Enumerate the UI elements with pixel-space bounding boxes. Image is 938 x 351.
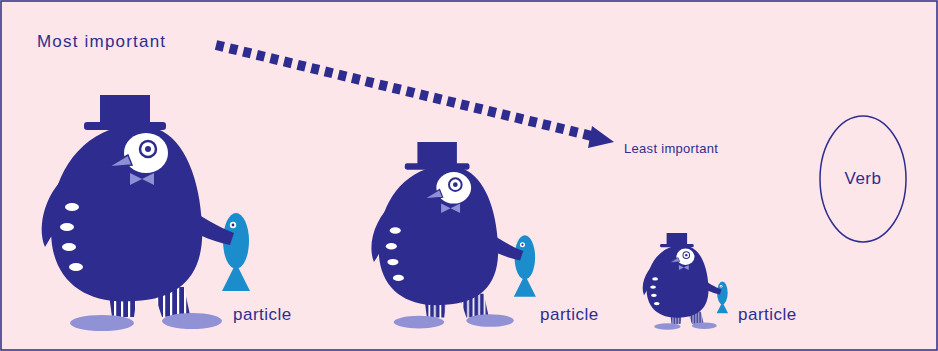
- penguin-small: [643, 233, 728, 330]
- node-text: Verb: [845, 169, 882, 189]
- arrow-head: [588, 126, 614, 148]
- importance-arrow: [216, 45, 596, 137]
- importance-label: Least important: [624, 141, 718, 157]
- penguin-medium: [371, 142, 536, 328]
- particle-label: particle: [738, 305, 797, 325]
- importance-label: Most important: [37, 32, 166, 52]
- verb-ellipse: Verb: [820, 116, 906, 242]
- penguin-large: [42, 95, 250, 331]
- particle-label: particle: [540, 305, 599, 325]
- particle-label: particle: [233, 305, 292, 325]
